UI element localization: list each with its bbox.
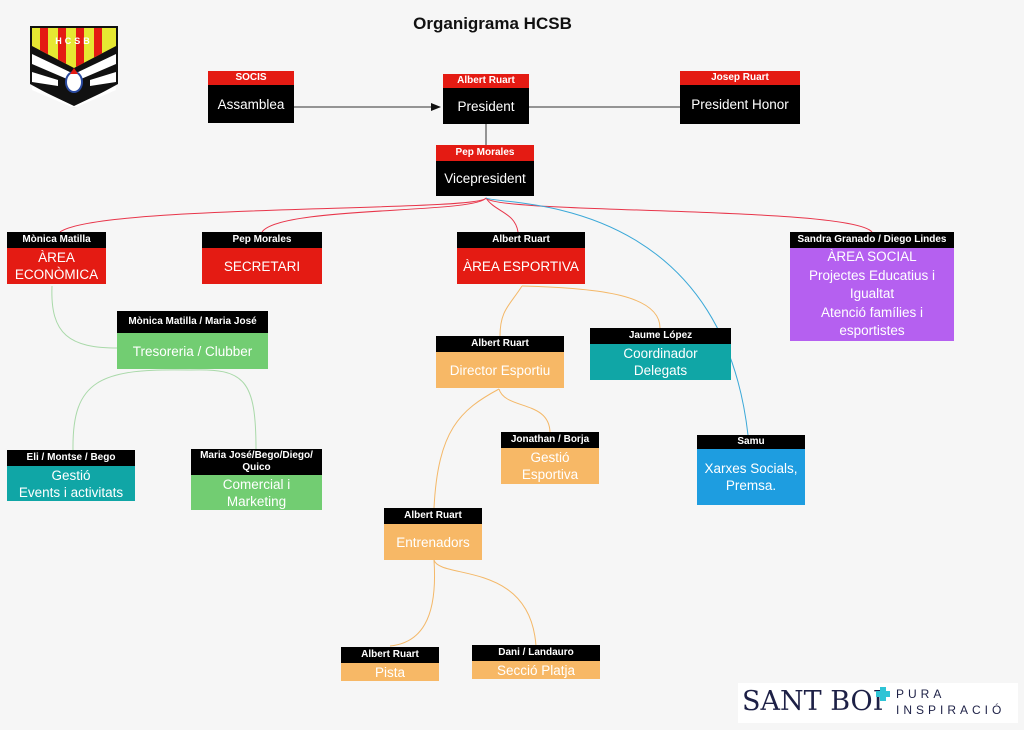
node-assemblea[interactable]: SOCIS Assamblea (208, 71, 294, 123)
line-vice-esportiva (485, 197, 519, 233)
sant-boi-logo: SANT BOI PURA INSPIRACIÓ (738, 683, 1018, 723)
sant-boi-wordmark: SANT BOI (742, 686, 884, 717)
role-line: ÀREA SOCIAL (827, 249, 917, 265)
node-role: Gestió Esportiva (501, 448, 599, 484)
node-person: Dani / Landauro (472, 645, 600, 661)
line-vice-secretari (261, 197, 487, 233)
node-person: Maria José/Bego/Diego/ Quico (191, 449, 322, 475)
node-tresoreria[interactable]: Mònica Matilla / Maria José Tresoreria /… (117, 311, 268, 369)
role-line: Esportiva (521, 467, 579, 482)
node-person: Albert Ruart (341, 647, 439, 663)
node-role: Entrenadors (384, 524, 482, 560)
role-line: Coordinador (623, 346, 698, 361)
hcsb-logo: HCSB (30, 26, 118, 108)
node-president-honor[interactable]: Josep Ruart President Honor (680, 71, 800, 124)
node-role: Tresoreria / Clubber (117, 333, 268, 369)
role-line: Marketing (226, 493, 287, 509)
role-line: Xarxes Socials, (704, 461, 798, 476)
node-gestio-events[interactable]: Eli / Montse / Bego Gestió Events i acti… (7, 450, 135, 501)
page-title: Organigrama HCSB (413, 14, 572, 33)
role-line: Delegats (633, 363, 688, 378)
node-gestio-esportiva[interactable]: Jonathan / Borja Gestió Esportiva (501, 432, 599, 484)
node-person: Mònica Matilla / Maria José (117, 311, 268, 333)
role-line: ÀREA (38, 250, 75, 265)
node-president[interactable]: Albert Ruart President (443, 74, 529, 124)
node-role: President Honor (680, 85, 800, 124)
role-line: Atenció famílies i (820, 304, 924, 320)
node-person: Pep Morales (436, 145, 534, 161)
node-role: Comercial i Marketing (191, 475, 322, 510)
role-line: Comercial i (222, 476, 291, 492)
line-director-entrenadors (433, 388, 500, 509)
node-role: Gestió Events i activitats (7, 466, 135, 501)
node-role: ÀREA ECONÒMICA (7, 248, 106, 284)
node-person: Albert Ruart (384, 508, 482, 524)
role-line: Igualtat (849, 286, 895, 302)
node-role: Director Esportiu (436, 352, 564, 388)
role-line: Premsa. (725, 478, 777, 493)
node-secretari[interactable]: Pep Morales SECRETARI (202, 232, 322, 284)
node-area-esportiva[interactable]: Albert Ruart ÀREA ESPORTIVA (457, 232, 585, 284)
node-person: Albert Ruart (436, 336, 564, 352)
node-role: Assamblea (208, 85, 294, 123)
line-economica-tresoreria (51, 285, 119, 349)
line-director-gestio (498, 388, 551, 434)
line-entrenadors-pista (389, 559, 436, 647)
node-director-esportiu[interactable]: Albert Ruart Director Esportiu (436, 336, 564, 388)
line-esportiva-director (499, 285, 523, 337)
tagline-line1: PURA (896, 687, 946, 701)
node-area-economica[interactable]: Mònica Matilla ÀREA ECONÒMICA (7, 232, 106, 284)
node-person: Mònica Matilla (7, 232, 106, 248)
node-role: Xarxes Socials, Premsa. (697, 449, 805, 505)
node-role: ÀREA SOCIAL Projectes Educatius i Igualt… (790, 248, 954, 341)
logo-letters: HCSB (55, 36, 93, 46)
node-person: Pep Morales (202, 232, 322, 248)
role-line: Gestió (530, 450, 570, 465)
node-role: Coordinador Delegats (590, 344, 731, 380)
tagline-line2: INSPIRACIÓ (896, 703, 1006, 717)
node-xarxes[interactable]: Samu Xarxes Socials, Premsa. (697, 435, 805, 505)
node-person: Josep Ruart (680, 71, 800, 85)
node-area-social[interactable]: Sandra Granado / Diego Lindes ÀREA SOCIA… (790, 232, 954, 341)
node-person: Jaume López (590, 328, 731, 344)
role-line: esportistes (839, 323, 905, 339)
line-vice-economica (59, 197, 487, 233)
node-comercial[interactable]: Maria José/Bego/Diego/ Quico Comercial i… (191, 449, 322, 510)
line-entrenadors-platja (433, 559, 537, 647)
role-line: Events i activitats (18, 484, 124, 500)
node-person: SOCIS (208, 71, 294, 85)
line-vice-social (485, 197, 873, 233)
node-role: SECRETARI (202, 248, 322, 284)
node-role: President (443, 88, 529, 124)
node-pista[interactable]: Albert Ruart Pista (341, 647, 439, 681)
node-person: Eli / Montse / Bego (7, 450, 135, 466)
node-person: Albert Ruart (443, 74, 529, 88)
node-role: Vicepresident (436, 161, 534, 196)
node-person: Jonathan / Borja (501, 432, 599, 448)
node-role: ÀREA ESPORTIVA (457, 248, 585, 284)
node-person: Albert Ruart (457, 232, 585, 248)
node-role: Secció Platja (472, 661, 600, 679)
node-entrenadors[interactable]: Albert Ruart Entrenadors (384, 508, 482, 560)
line-tresoreria-events (72, 369, 191, 451)
node-coordinador[interactable]: Jaume López Coordinador Delegats (590, 328, 731, 380)
role-line: Gestió (51, 467, 91, 483)
node-vicepresident[interactable]: Pep Morales Vicepresident (436, 145, 534, 196)
node-role: Pista (341, 663, 439, 681)
node-seccio-platja[interactable]: Dani / Landauro Secció Platja (472, 645, 600, 679)
line-tresoreria-comercial (189, 369, 257, 451)
node-person: Sandra Granado / Diego Lindes (790, 232, 954, 248)
role-line: ECONÒMICA (14, 267, 99, 282)
plus-icon (876, 687, 890, 701)
role-line: Projectes Educatius i (808, 267, 936, 283)
line-esportiva-coordinador (521, 285, 661, 329)
node-person: Samu (697, 435, 805, 449)
